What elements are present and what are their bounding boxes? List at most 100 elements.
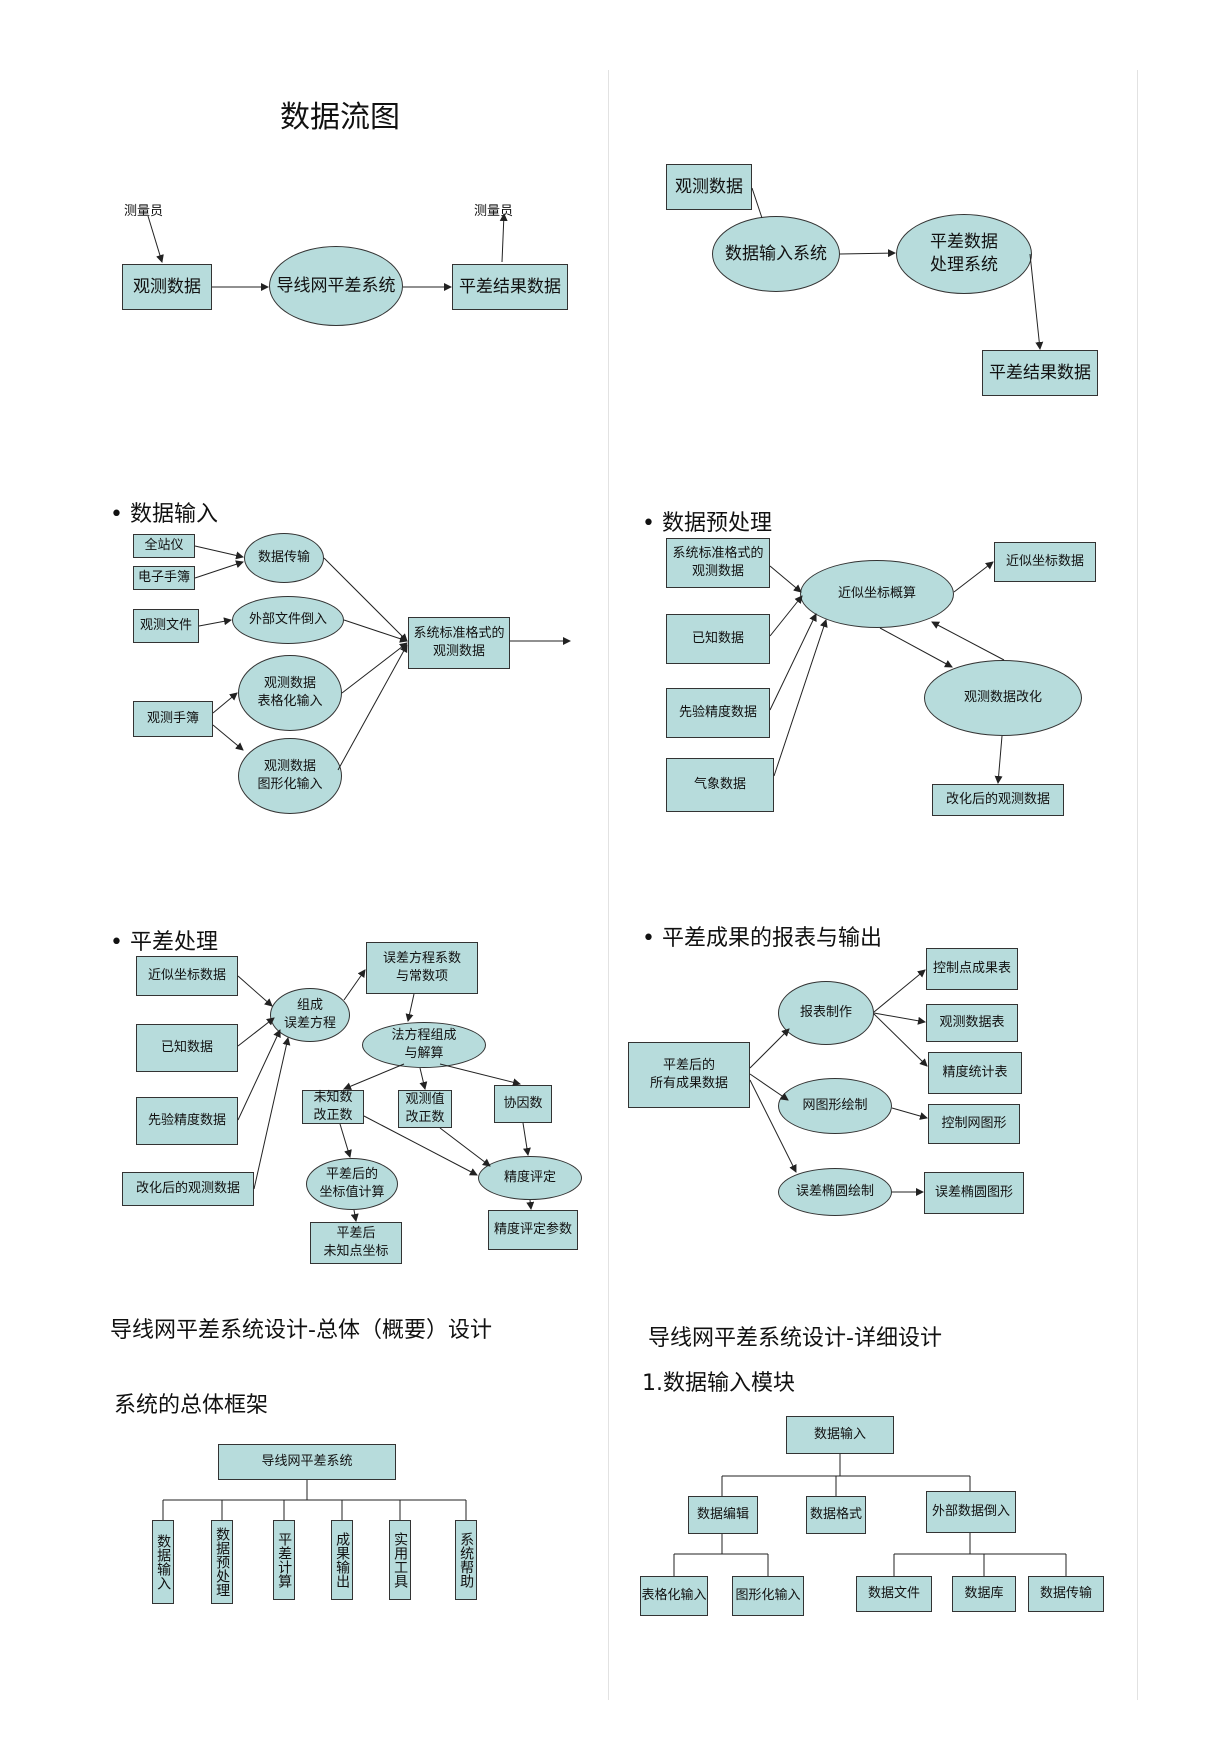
edge: [749, 1079, 797, 1173]
edge: [751, 187, 763, 219]
surveyor-label-left: 测量员: [124, 204, 164, 219]
edge: [769, 595, 803, 637]
node-unknown-corr: 未知数 改正数: [302, 1090, 364, 1124]
overall-design-heading: 导线网平差系统设计-总体（概要）设计: [110, 1318, 492, 1343]
node-coord-calc: 平差后的 坐标值计算: [306, 1158, 398, 1210]
edge: [194, 545, 244, 560]
edge: [323, 557, 408, 642]
node-form-error-eq: 组成 误差方程: [270, 988, 350, 1042]
edge: [237, 1029, 281, 1121]
node-table-input: 观测数据 表格化输入: [238, 655, 342, 731]
page-title: 数据流图: [280, 100, 400, 135]
divider-center: [608, 70, 609, 1700]
edge: [749, 1073, 789, 1101]
bullet-text: 数据输入: [129, 502, 218, 527]
node-data-input: 数据输入: [786, 1416, 894, 1454]
edge: [212, 724, 244, 751]
edge: [873, 969, 926, 1013]
edge: [931, 621, 1005, 661]
node-reduced-obs: 改化后的观测数据: [122, 1172, 254, 1206]
node-accuracy-params: 精度评定参数: [488, 1210, 578, 1250]
edge: [439, 1127, 491, 1167]
node-obs-file: 观测文件: [133, 609, 199, 643]
node-data-file: 数据文件: [856, 1576, 932, 1612]
node-approx-coord-data: 近似坐标数据: [994, 542, 1096, 582]
edge: [237, 975, 273, 1007]
bullet-report-output: • 平差成果的报表与输出: [642, 926, 882, 951]
edge: [212, 692, 238, 714]
edge: [343, 619, 408, 643]
node-root-system: 导线网平差系统: [218, 1444, 396, 1480]
node-cofactor: 协因数: [494, 1085, 552, 1123]
node-known-data: 已知数据: [666, 614, 770, 664]
edge: [350, 1209, 359, 1222]
node-std-obs-data: 系统标准格式的 观测数据: [408, 617, 510, 669]
edge: [147, 215, 164, 263]
node-table-input: 表格化输入: [640, 1576, 708, 1616]
node-approx-coord-calc: 近似坐标概算: [800, 560, 954, 628]
panel-dataflow-overview: 数据流图 测量员 测量员 观测数据 导线网平差系统 平差结果数据: [0, 0, 608, 470]
bullet-adjustment: • 平差处理: [110, 930, 218, 955]
node-obs-table: 观测数据表: [926, 1004, 1018, 1042]
node-normal-eq: 法方程组成 与解算: [362, 1022, 486, 1068]
node-known-data: 已知数据: [136, 1024, 238, 1072]
module-help: 系统帮助: [455, 1520, 477, 1600]
edge: [439, 1063, 521, 1087]
node-adjusted-coord: 平差后 未知点坐标: [310, 1222, 402, 1264]
edge: [873, 1013, 928, 1067]
node-prior-accuracy: 先验精度数据: [666, 688, 770, 738]
node-ellipse-graph: 误差椭圆图形: [924, 1172, 1024, 1214]
edge: [194, 560, 244, 579]
edge: [253, 1037, 291, 1190]
edge: [873, 1012, 926, 1025]
bullet-data-input: • 数据输入: [110, 502, 218, 527]
edge: [343, 969, 366, 1001]
node-data-format: 数据格式: [806, 1496, 866, 1534]
detail-design-heading: 导线网平差系统设计-详细设计: [648, 1326, 942, 1351]
node-database: 数据库: [952, 1576, 1016, 1612]
node-weather-data: 气象数据: [666, 758, 774, 812]
node-adjust-result: 平差结果数据: [982, 350, 1098, 396]
edge: [419, 1067, 428, 1090]
divider-right: [1137, 70, 1138, 1700]
node-obs-data: 观测数据: [666, 164, 752, 210]
node-std-obs-data: 系统标准格式的 观测数据: [666, 538, 770, 588]
node-e-book: 电子手簿: [133, 566, 195, 590]
node-all-results: 平差后的 所有成果数据: [628, 1042, 750, 1108]
node-accuracy-table: 精度统计表: [928, 1052, 1022, 1094]
node-adjust-system: 导线网平差系统: [269, 246, 403, 326]
edge: [237, 1017, 275, 1047]
edge: [994, 735, 1003, 784]
node-ctrl-point-table: 控制点成果表: [926, 948, 1018, 990]
edge: [769, 565, 802, 593]
node-report-make: 报表制作: [778, 981, 874, 1045]
edge: [499, 213, 508, 263]
node-graphic-input: 图形化输入: [732, 1576, 804, 1616]
module-utilities: 实用工具: [389, 1520, 411, 1600]
node-prior-accuracy: 先验精度数据: [136, 1097, 238, 1145]
edge: [953, 561, 994, 593]
module-result-output: 成果输出: [331, 1520, 353, 1600]
bullet-preprocessing: • 数据预处理: [642, 511, 772, 536]
node-total-station: 全站仪: [133, 534, 195, 558]
node-data-edit: 数据编辑: [688, 1496, 758, 1534]
node-obs-reduction: 观测数据改化: [924, 660, 1082, 736]
input-module-subheading: 1.数据输入模块: [642, 1371, 795, 1396]
bullet-text: 平差成果的报表与输出: [661, 926, 882, 951]
edge: [405, 993, 415, 1022]
module-preprocess: 数据预处理: [211, 1520, 233, 1604]
node-ext-import: 外部文件倒入: [232, 596, 344, 644]
module-data-input: 数据输入: [152, 1520, 174, 1604]
node-approx-coord: 近似坐标数据: [136, 956, 238, 996]
bullet-text: 数据预处理: [661, 511, 772, 536]
node-adjust-result: 平差结果数据: [452, 264, 568, 310]
edge: [363, 1115, 478, 1176]
module-adjust-calc: 平差计算: [273, 1520, 295, 1600]
edge: [343, 1063, 405, 1090]
edge: [891, 1107, 928, 1120]
edge: [769, 613, 817, 711]
node-data-transfer: 数据传输: [1028, 1576, 1104, 1612]
node-obs-book: 观测手簿: [133, 701, 213, 737]
node-ctrl-net-graph: 控制网图形: [928, 1104, 1020, 1144]
